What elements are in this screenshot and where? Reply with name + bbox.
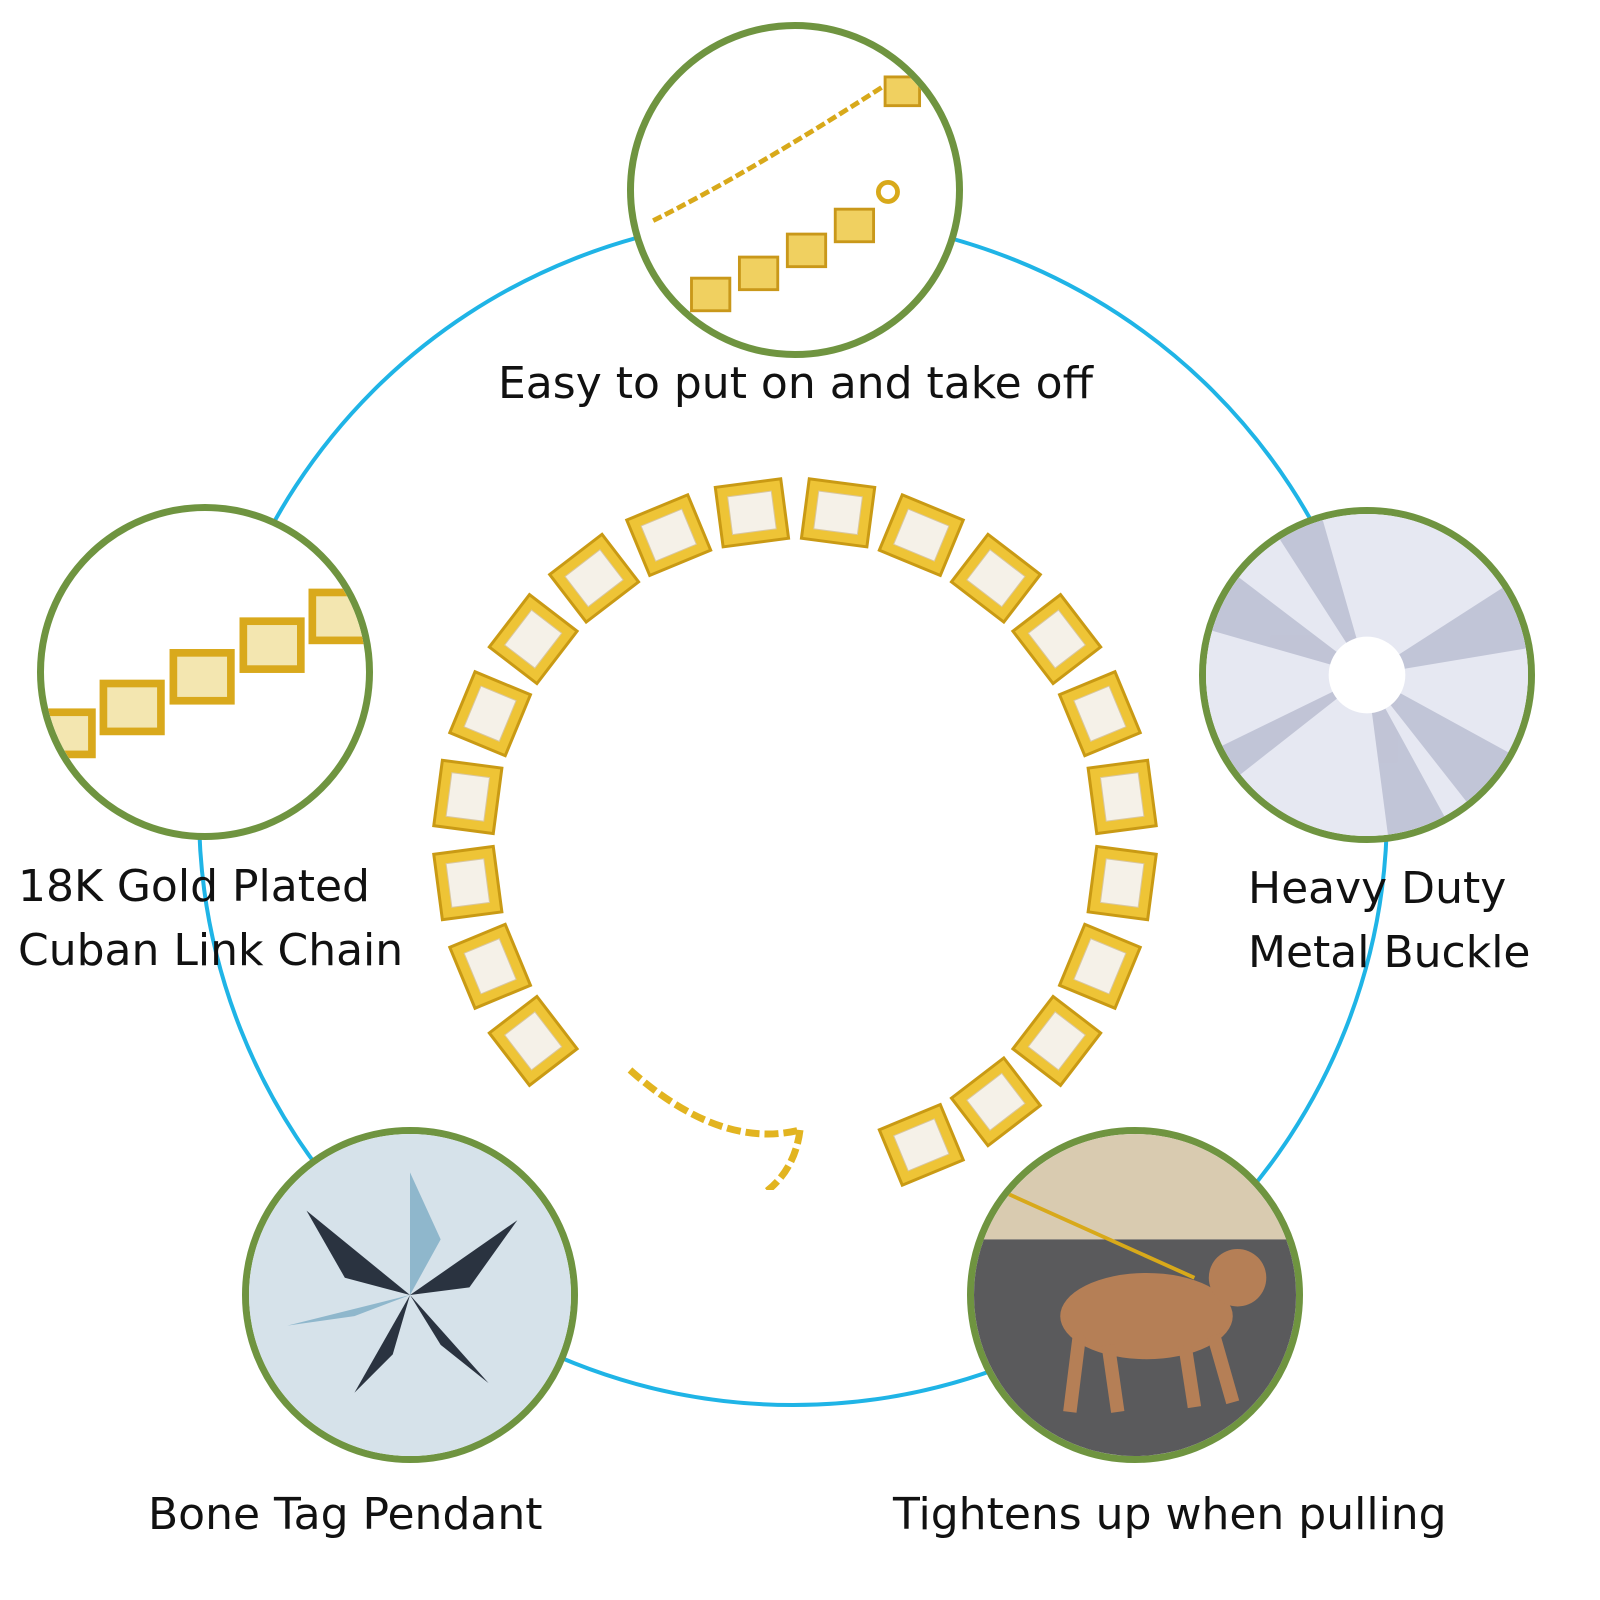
- bracelet-link: [487, 994, 580, 1088]
- bracelet-image: [432, 477, 1158, 1190]
- bracelet-link: [447, 669, 533, 758]
- feature-image-gold-chain: [37, 504, 373, 840]
- feature-image-buckle: [1199, 507, 1535, 843]
- feature-label-clasp: Easy to put on and take off: [498, 358, 1093, 409]
- bracelet-link: [949, 532, 1043, 625]
- bracelet-link: [1010, 592, 1103, 686]
- feature-image-dog: [967, 1127, 1303, 1463]
- bracelet-link: [713, 477, 791, 549]
- label-line: 18K Gold Plated: [18, 861, 370, 912]
- label-line: Metal Buckle: [1248, 927, 1531, 978]
- bracelet-link: [432, 844, 504, 922]
- feature-label-tighten: Tightens up when pulling: [893, 1489, 1447, 1540]
- bracelet-link: [432, 758, 504, 836]
- bracelet-link: [877, 1102, 966, 1188]
- extender-chain: [627, 1067, 804, 1190]
- bracelet-link: [799, 477, 877, 549]
- bracelet-link: [1086, 758, 1158, 836]
- bracelet-link: [487, 592, 580, 686]
- feature-label-pendant: Bone Tag Pendant: [148, 1489, 543, 1540]
- feature-label-buckle: Heavy Duty Metal Buckle: [1248, 857, 1531, 985]
- feature-image-clasp: [627, 22, 963, 358]
- bracelet-link: [877, 492, 966, 578]
- feature-image-pendant: [242, 1127, 578, 1463]
- bracelet-link: [447, 922, 533, 1011]
- feature-label-gold-chain: 18K Gold Plated Cuban Link Chain: [18, 855, 403, 983]
- bracelet-link: [547, 532, 641, 625]
- bracelet-link: [949, 1055, 1043, 1148]
- bracelet-link: [1057, 922, 1143, 1011]
- bracelet-link: [624, 492, 713, 578]
- bracelet-link: [1010, 994, 1103, 1088]
- bracelet-link: [1086, 844, 1158, 922]
- label-line: Cuban Link Chain: [18, 925, 404, 976]
- bracelet-link: [1057, 669, 1143, 758]
- label-line: Heavy Duty: [1248, 863, 1507, 914]
